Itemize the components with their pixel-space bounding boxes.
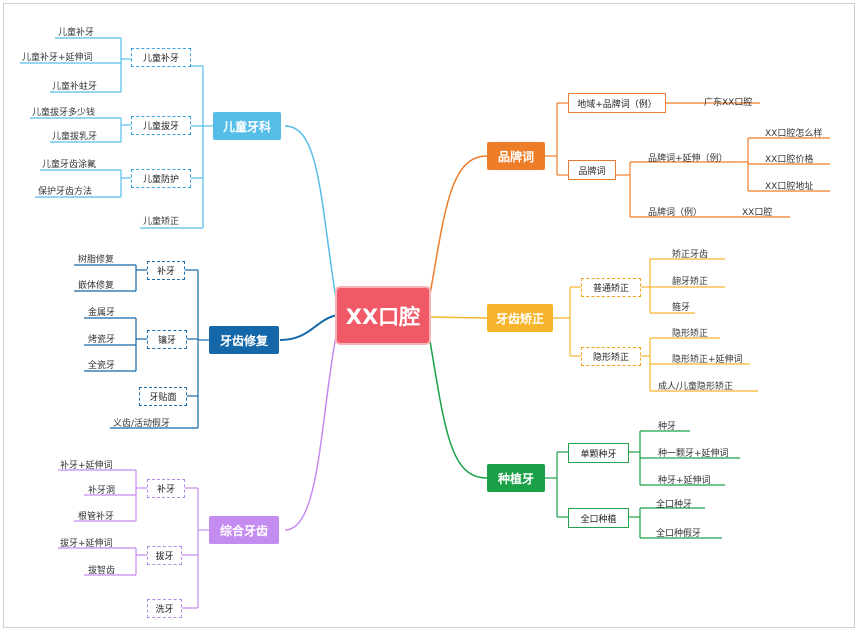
leaf-implant-single-0[interactable]: 种牙 xyxy=(658,422,677,432)
leaf-repair-fill-0[interactable]: 树脂修复 xyxy=(78,255,115,265)
leaf-general-extract-0[interactable]: 拔牙+延伸词 xyxy=(60,539,113,549)
leaf-brand-extend-2[interactable]: XX口腔地址 xyxy=(765,182,814,192)
leaf-ortho-invisible-1[interactable]: 隐形矫正+延伸词 xyxy=(672,355,743,365)
subtopic-brand-word[interactable]: 品牌词 xyxy=(568,160,616,180)
subtopic-brand-region[interactable]: 地域+品牌词（例） xyxy=(568,93,666,113)
leaf-implant-full-1[interactable]: 全口种假牙 xyxy=(656,529,702,539)
leaf-ortho-invisible-2[interactable]: 成人/儿童隐形矫正 xyxy=(658,382,734,392)
leaf-general-extract-1[interactable]: 拔智齿 xyxy=(88,566,116,576)
leaf-repair-fill-1[interactable]: 嵌体修复 xyxy=(78,281,115,291)
leaf-kids-fill-1[interactable]: 儿童补牙+延伸词 xyxy=(22,53,93,63)
center-topic[interactable]: XX口腔 xyxy=(337,288,429,343)
main-topic-repair[interactable]: 牙齿修复 xyxy=(209,326,279,354)
main-topic-kids[interactable]: 儿童牙科 xyxy=(213,112,281,140)
leaf-implant-single-2[interactable]: 种牙+延伸词 xyxy=(658,476,711,486)
subtopic-general-fill[interactable]: 补牙 xyxy=(147,479,185,498)
leaf-brand-extend-0[interactable]: XX口腔怎么样 xyxy=(765,129,823,139)
leaf-kids-ortho[interactable]: 儿童矫正 xyxy=(143,217,180,227)
subtopic-kids-protect[interactable]: 儿童防护 xyxy=(131,169,191,188)
leaf-ortho-invisible-0[interactable]: 隐形矫正 xyxy=(672,329,709,339)
leaf-kids-extract-1[interactable]: 儿童拔乳牙 xyxy=(52,132,98,142)
subtopic-kids-extract[interactable]: 儿童拔牙 xyxy=(131,116,191,135)
subtopic-ortho-invisible[interactable]: 隐形矫正 xyxy=(581,347,641,366)
subtopic-general-wash[interactable]: 洗牙 xyxy=(147,599,182,618)
main-topic-implant[interactable]: 种植牙 xyxy=(487,464,545,492)
leaf-general-fill-0[interactable]: 补牙+延伸词 xyxy=(60,461,113,471)
leaf-ortho-normal-1[interactable]: 龅牙矫正 xyxy=(672,277,709,287)
subtopic-general-extract[interactable]: 拔牙 xyxy=(147,546,182,565)
subtopic-repair-fill[interactable]: 补牙 xyxy=(147,261,185,280)
leaf-implant-full-0[interactable]: 全口种牙 xyxy=(656,500,693,510)
leaf-brand-region[interactable]: 广东XX口腔 xyxy=(704,98,753,108)
canvas-frame xyxy=(3,3,855,628)
subtopic-repair-veneer[interactable]: 牙贴面 xyxy=(139,387,187,406)
leaf-repair-crown-0[interactable]: 金属牙 xyxy=(88,308,116,318)
leaf-kids-fill-2[interactable]: 儿童补蛀牙 xyxy=(52,82,98,92)
subtopic-implant-full[interactable]: 全口种植 xyxy=(568,508,629,528)
leaf-implant-single-1[interactable]: 种一颗牙+延伸词 xyxy=(658,449,729,459)
subtopic-implant-single[interactable]: 单颗种牙 xyxy=(568,443,629,463)
subtopic-kids-fill[interactable]: 儿童补牙 xyxy=(131,48,191,67)
label-brand-example[interactable]: 品牌词（例） xyxy=(648,208,703,218)
subtopic-repair-crown[interactable]: 镶牙 xyxy=(147,330,187,349)
subtopic-ortho-normal[interactable]: 普通矫正 xyxy=(581,278,641,297)
leaf-kids-extract-0[interactable]: 儿童拔牙多少钱 xyxy=(32,108,96,118)
leaf-brand-extend-1[interactable]: XX口腔价格 xyxy=(765,155,814,165)
label-brand-extend[interactable]: 品牌词+延伸（例） xyxy=(648,154,728,164)
leaf-general-fill-1[interactable]: 补牙洞 xyxy=(88,486,116,496)
leaf-repair-denture[interactable]: 义齿/活动假牙 xyxy=(113,419,171,429)
main-topic-general[interactable]: 综合牙齿 xyxy=(209,516,279,544)
leaf-kids-protect-1[interactable]: 保护牙齿方法 xyxy=(38,187,93,197)
main-topic-brand[interactable]: 品牌词 xyxy=(487,142,545,170)
leaf-ortho-normal-2[interactable]: 箍牙 xyxy=(672,303,691,313)
leaf-brand-example[interactable]: XX口腔 xyxy=(742,208,773,218)
main-topic-ortho[interactable]: 牙齿矫正 xyxy=(487,304,553,332)
leaf-kids-fill-0[interactable]: 儿童补牙 xyxy=(58,28,95,38)
leaf-repair-crown-2[interactable]: 全瓷牙 xyxy=(88,361,116,371)
leaf-repair-crown-1[interactable]: 烤瓷牙 xyxy=(88,335,116,345)
leaf-kids-protect-0[interactable]: 儿童牙齿涂氟 xyxy=(42,160,97,170)
leaf-general-fill-2[interactable]: 根管补牙 xyxy=(78,512,115,522)
leaf-ortho-normal-0[interactable]: 矫正牙齿 xyxy=(672,250,709,260)
